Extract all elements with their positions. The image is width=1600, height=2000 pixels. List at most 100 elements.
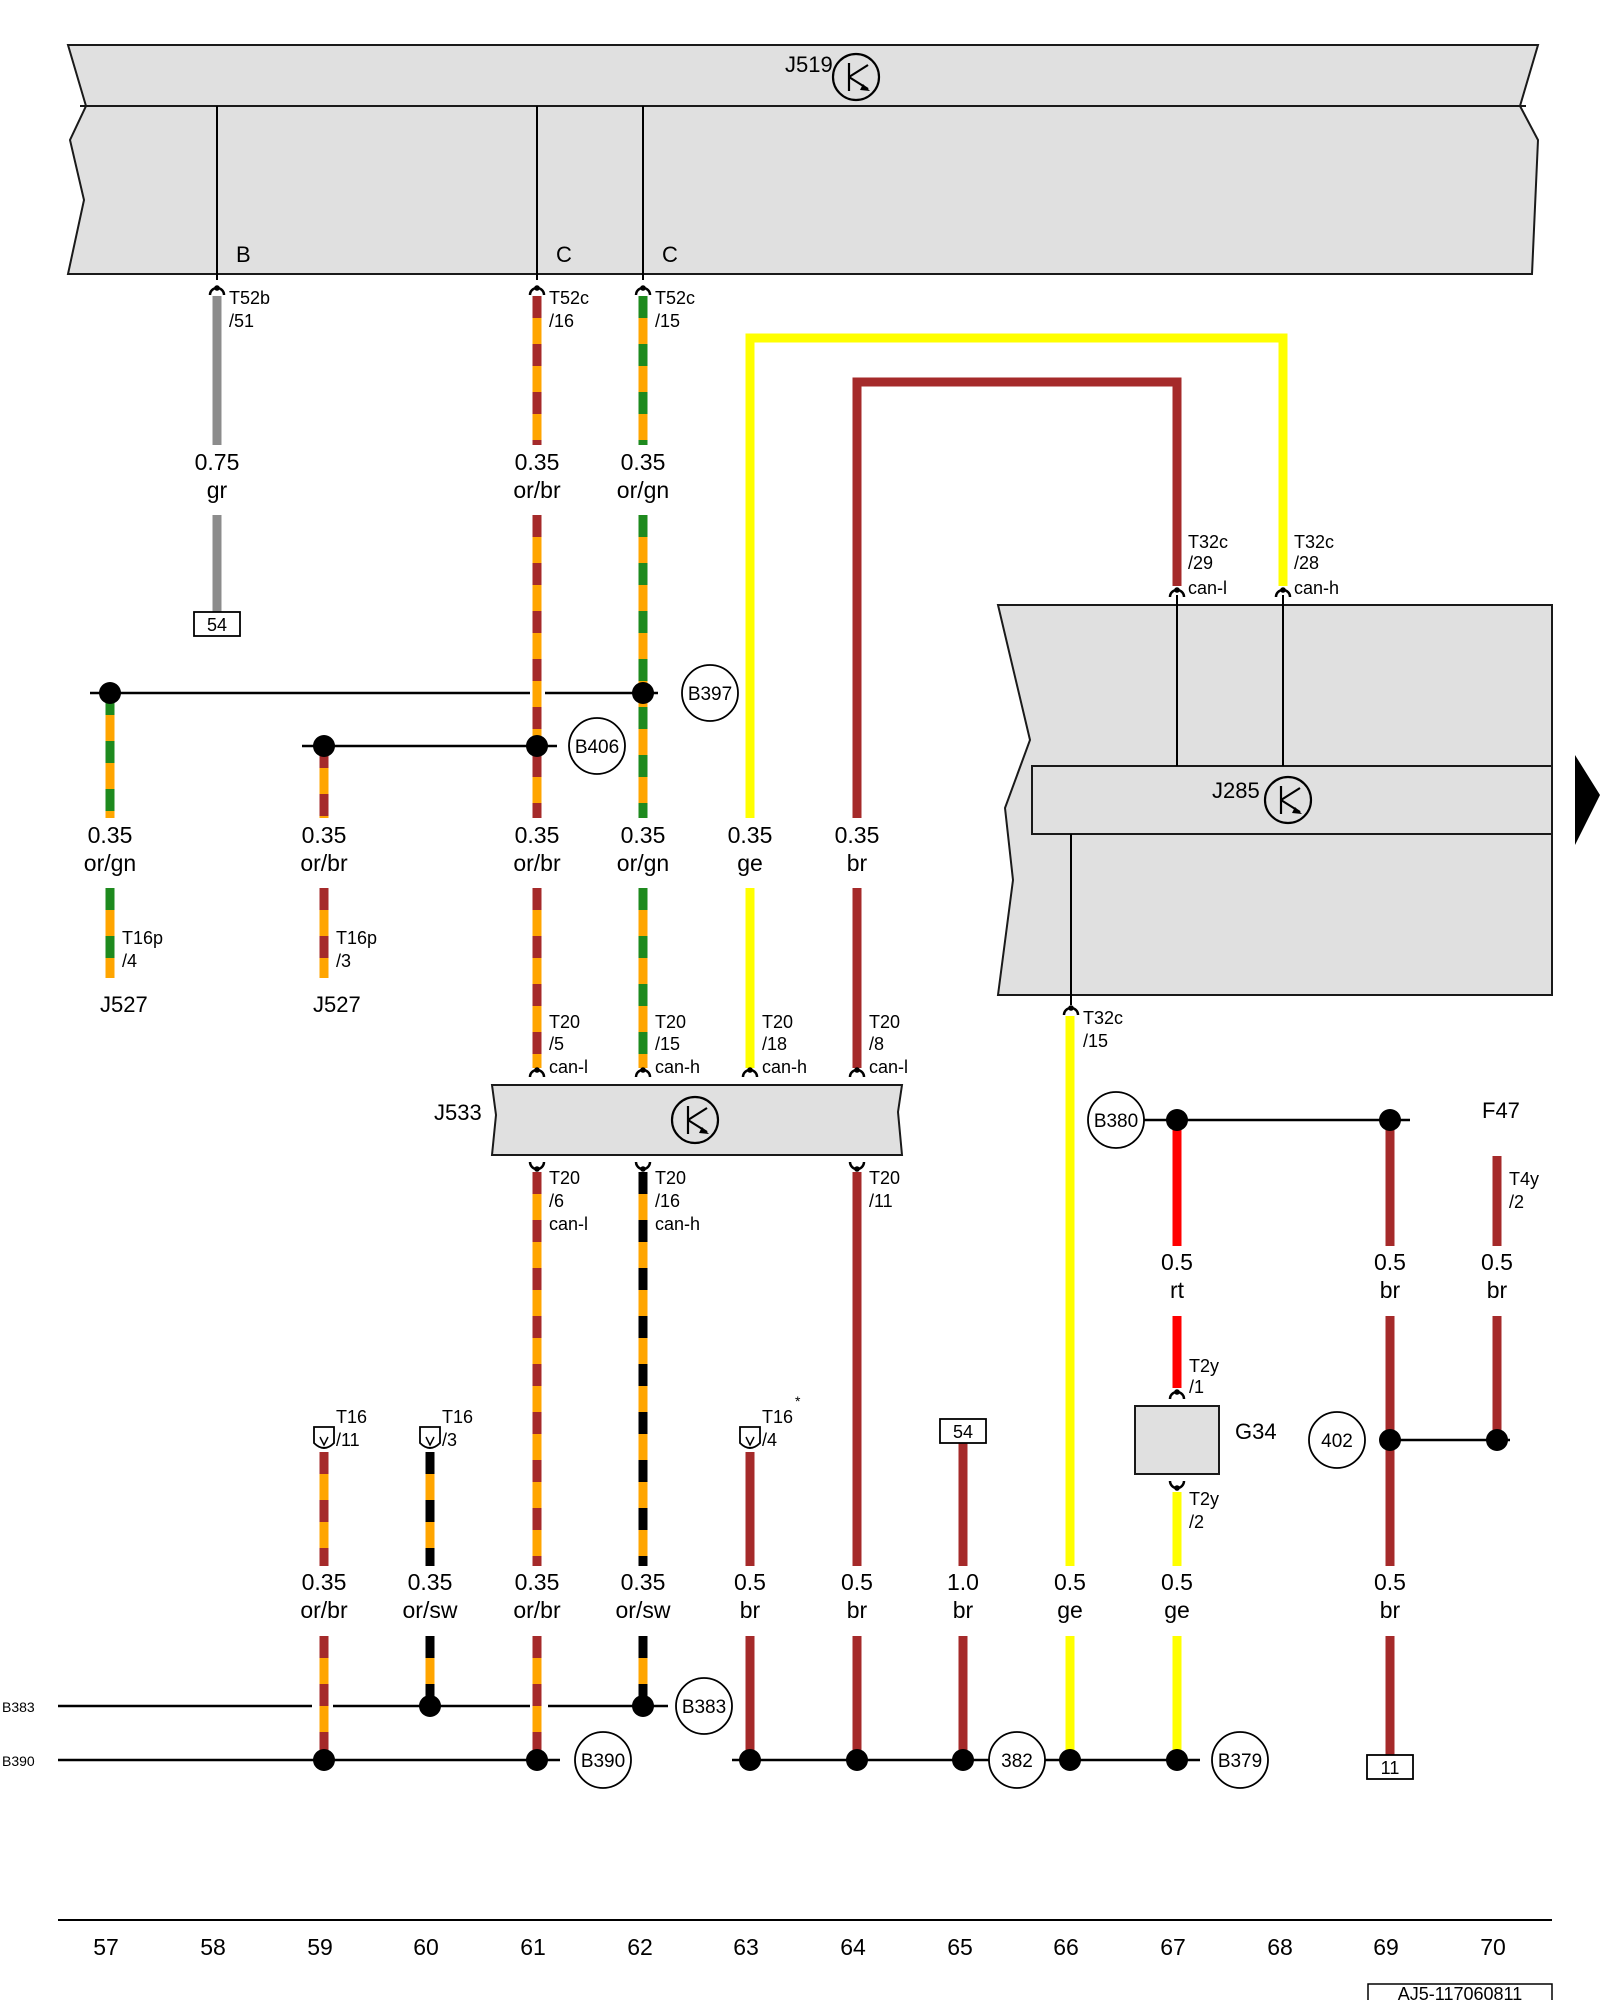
pin-label-t32c-29: T32c /29 can-l [1188, 532, 1228, 598]
j533-label: J533 [434, 1100, 482, 1125]
pin-label-t4y-2: T4y /2 [1509, 1169, 1539, 1212]
node-402: 402 [1308, 1411, 1366, 1469]
j533-unit [490, 1084, 904, 1156]
svg-text:or/br: or/br [300, 850, 348, 876]
svg-text:0.35: 0.35 [621, 1569, 666, 1595]
svg-text:ge: ge [1164, 1597, 1190, 1623]
svg-text:/15: /15 [655, 311, 680, 331]
svg-text:0.75: 0.75 [195, 449, 240, 475]
j285-inner [1031, 765, 1553, 835]
g34-component [1134, 1405, 1220, 1475]
pin-label-t16-4: T16 /4 * [762, 1393, 801, 1450]
column-number: 67 [1160, 1934, 1186, 1960]
pin-c-label-1: C [556, 242, 572, 267]
svg-text:0.35: 0.35 [515, 822, 560, 848]
ref-box-54-top: 54 [193, 611, 241, 637]
svg-text:or/sw: or/sw [403, 1597, 458, 1623]
pin-c-label-2: C [662, 242, 678, 267]
svg-text:/51: /51 [229, 311, 254, 331]
svg-text:0.5: 0.5 [734, 1569, 766, 1595]
svg-text:/16: /16 [655, 1191, 680, 1211]
pin-label-t2y-2: T2y /2 [1189, 1489, 1219, 1532]
svg-text:ge: ge [1057, 1597, 1083, 1623]
svg-text:T20: T20 [655, 1168, 686, 1188]
svg-text:AJ5-117060811: AJ5-117060811 [1398, 1984, 1522, 2000]
svg-text:/15: /15 [655, 1034, 680, 1054]
wire-label-67-top: 0.5rt [1161, 1249, 1193, 1303]
svg-text:0.5: 0.5 [1054, 1569, 1086, 1595]
svg-text:0.5: 0.5 [1481, 1249, 1513, 1275]
pin-label-t2y-1: T2y /1 [1189, 1356, 1219, 1397]
pin-label-t16-3: T16 /3 [442, 1407, 473, 1450]
svg-text:br: br [847, 1597, 868, 1623]
wire-label-63-bot: 0.5br [734, 1569, 766, 1623]
svg-text:0.5: 0.5 [1161, 1249, 1193, 1275]
svg-text:*: * [795, 1393, 801, 1409]
svg-text:T32c: T32c [1188, 532, 1228, 552]
column-number: 65 [947, 1934, 973, 1960]
svg-text:T4y: T4y [1509, 1169, 1539, 1189]
svg-text:0.35: 0.35 [728, 822, 773, 848]
svg-text:54: 54 [953, 1422, 973, 1442]
column-number: 62 [627, 1934, 653, 1960]
left-ref-b390: B390 [2, 1753, 35, 1769]
svg-text:can-h: can-h [1294, 578, 1339, 598]
wire-label-66-bot: 0.5ge [1054, 1569, 1086, 1623]
svg-text:T52b: T52b [229, 288, 270, 308]
svg-text:can-h: can-h [762, 1057, 807, 1077]
pin-label-t52c-15: T52c /15 [655, 288, 695, 331]
wire-ge-loop [745, 333, 1288, 818]
svg-text:0.35: 0.35 [515, 449, 560, 475]
svg-text:T20: T20 [869, 1168, 900, 1188]
svg-text:T20: T20 [549, 1012, 580, 1032]
svg-text:br: br [1487, 1277, 1508, 1303]
wire-label-69-bot: 0.5br [1374, 1569, 1406, 1623]
svg-text:or/sw: or/sw [616, 1597, 671, 1623]
wire-layer [105, 296, 1502, 1760]
svg-text:/1: /1 [1189, 1377, 1204, 1397]
ref-box-11: 11 [1366, 1754, 1414, 1780]
svg-text:br: br [1380, 1277, 1401, 1303]
wire-label-70-top: 0.5br [1481, 1249, 1513, 1303]
svg-text:/2: /2 [1189, 1512, 1204, 1532]
svg-text:gr: gr [207, 477, 228, 503]
svg-text:or/br: or/br [513, 1597, 561, 1623]
g34-label: G34 [1235, 1419, 1277, 1444]
pin-label-t20-15: T20 /15 can-h [655, 1012, 700, 1077]
svg-text:can-l: can-l [1188, 578, 1227, 598]
svg-text:T32c: T32c [1294, 532, 1334, 552]
svg-text:11: 11 [1381, 1758, 1400, 1778]
svg-text:0.5: 0.5 [1374, 1249, 1406, 1275]
pin-label-t52b-51: T52b /51 [229, 288, 270, 331]
svg-text:/29: /29 [1188, 553, 1213, 573]
column-number: 63 [733, 1934, 759, 1960]
column-number: 60 [413, 1934, 439, 1960]
svg-text:br: br [953, 1597, 974, 1623]
pin-label-t20-6: T20 /6 can-l [549, 1168, 588, 1234]
svg-text:0.5: 0.5 [841, 1569, 873, 1595]
svg-text:/6: /6 [549, 1191, 564, 1211]
svg-text:br: br [740, 1597, 761, 1623]
drawing-id: AJ5-117060811 [1367, 1983, 1553, 2000]
svg-text:or/br: or/br [300, 1597, 348, 1623]
svg-text:/8: /8 [869, 1034, 884, 1054]
column-number: 59 [307, 1934, 333, 1960]
svg-text:T16: T16 [442, 1407, 473, 1427]
svg-text:T2y: T2y [1189, 1356, 1219, 1376]
wire-label-64-bot: 0.5br [841, 1569, 873, 1623]
svg-text:T2y: T2y [1189, 1489, 1219, 1509]
svg-text:T20: T20 [549, 1168, 580, 1188]
svg-text:/15: /15 [1083, 1031, 1108, 1051]
node-382: 382 [988, 1731, 1046, 1789]
pin-label-t20-18: T20 /18 can-h [762, 1012, 807, 1077]
node-b380: B380 [1087, 1091, 1145, 1149]
